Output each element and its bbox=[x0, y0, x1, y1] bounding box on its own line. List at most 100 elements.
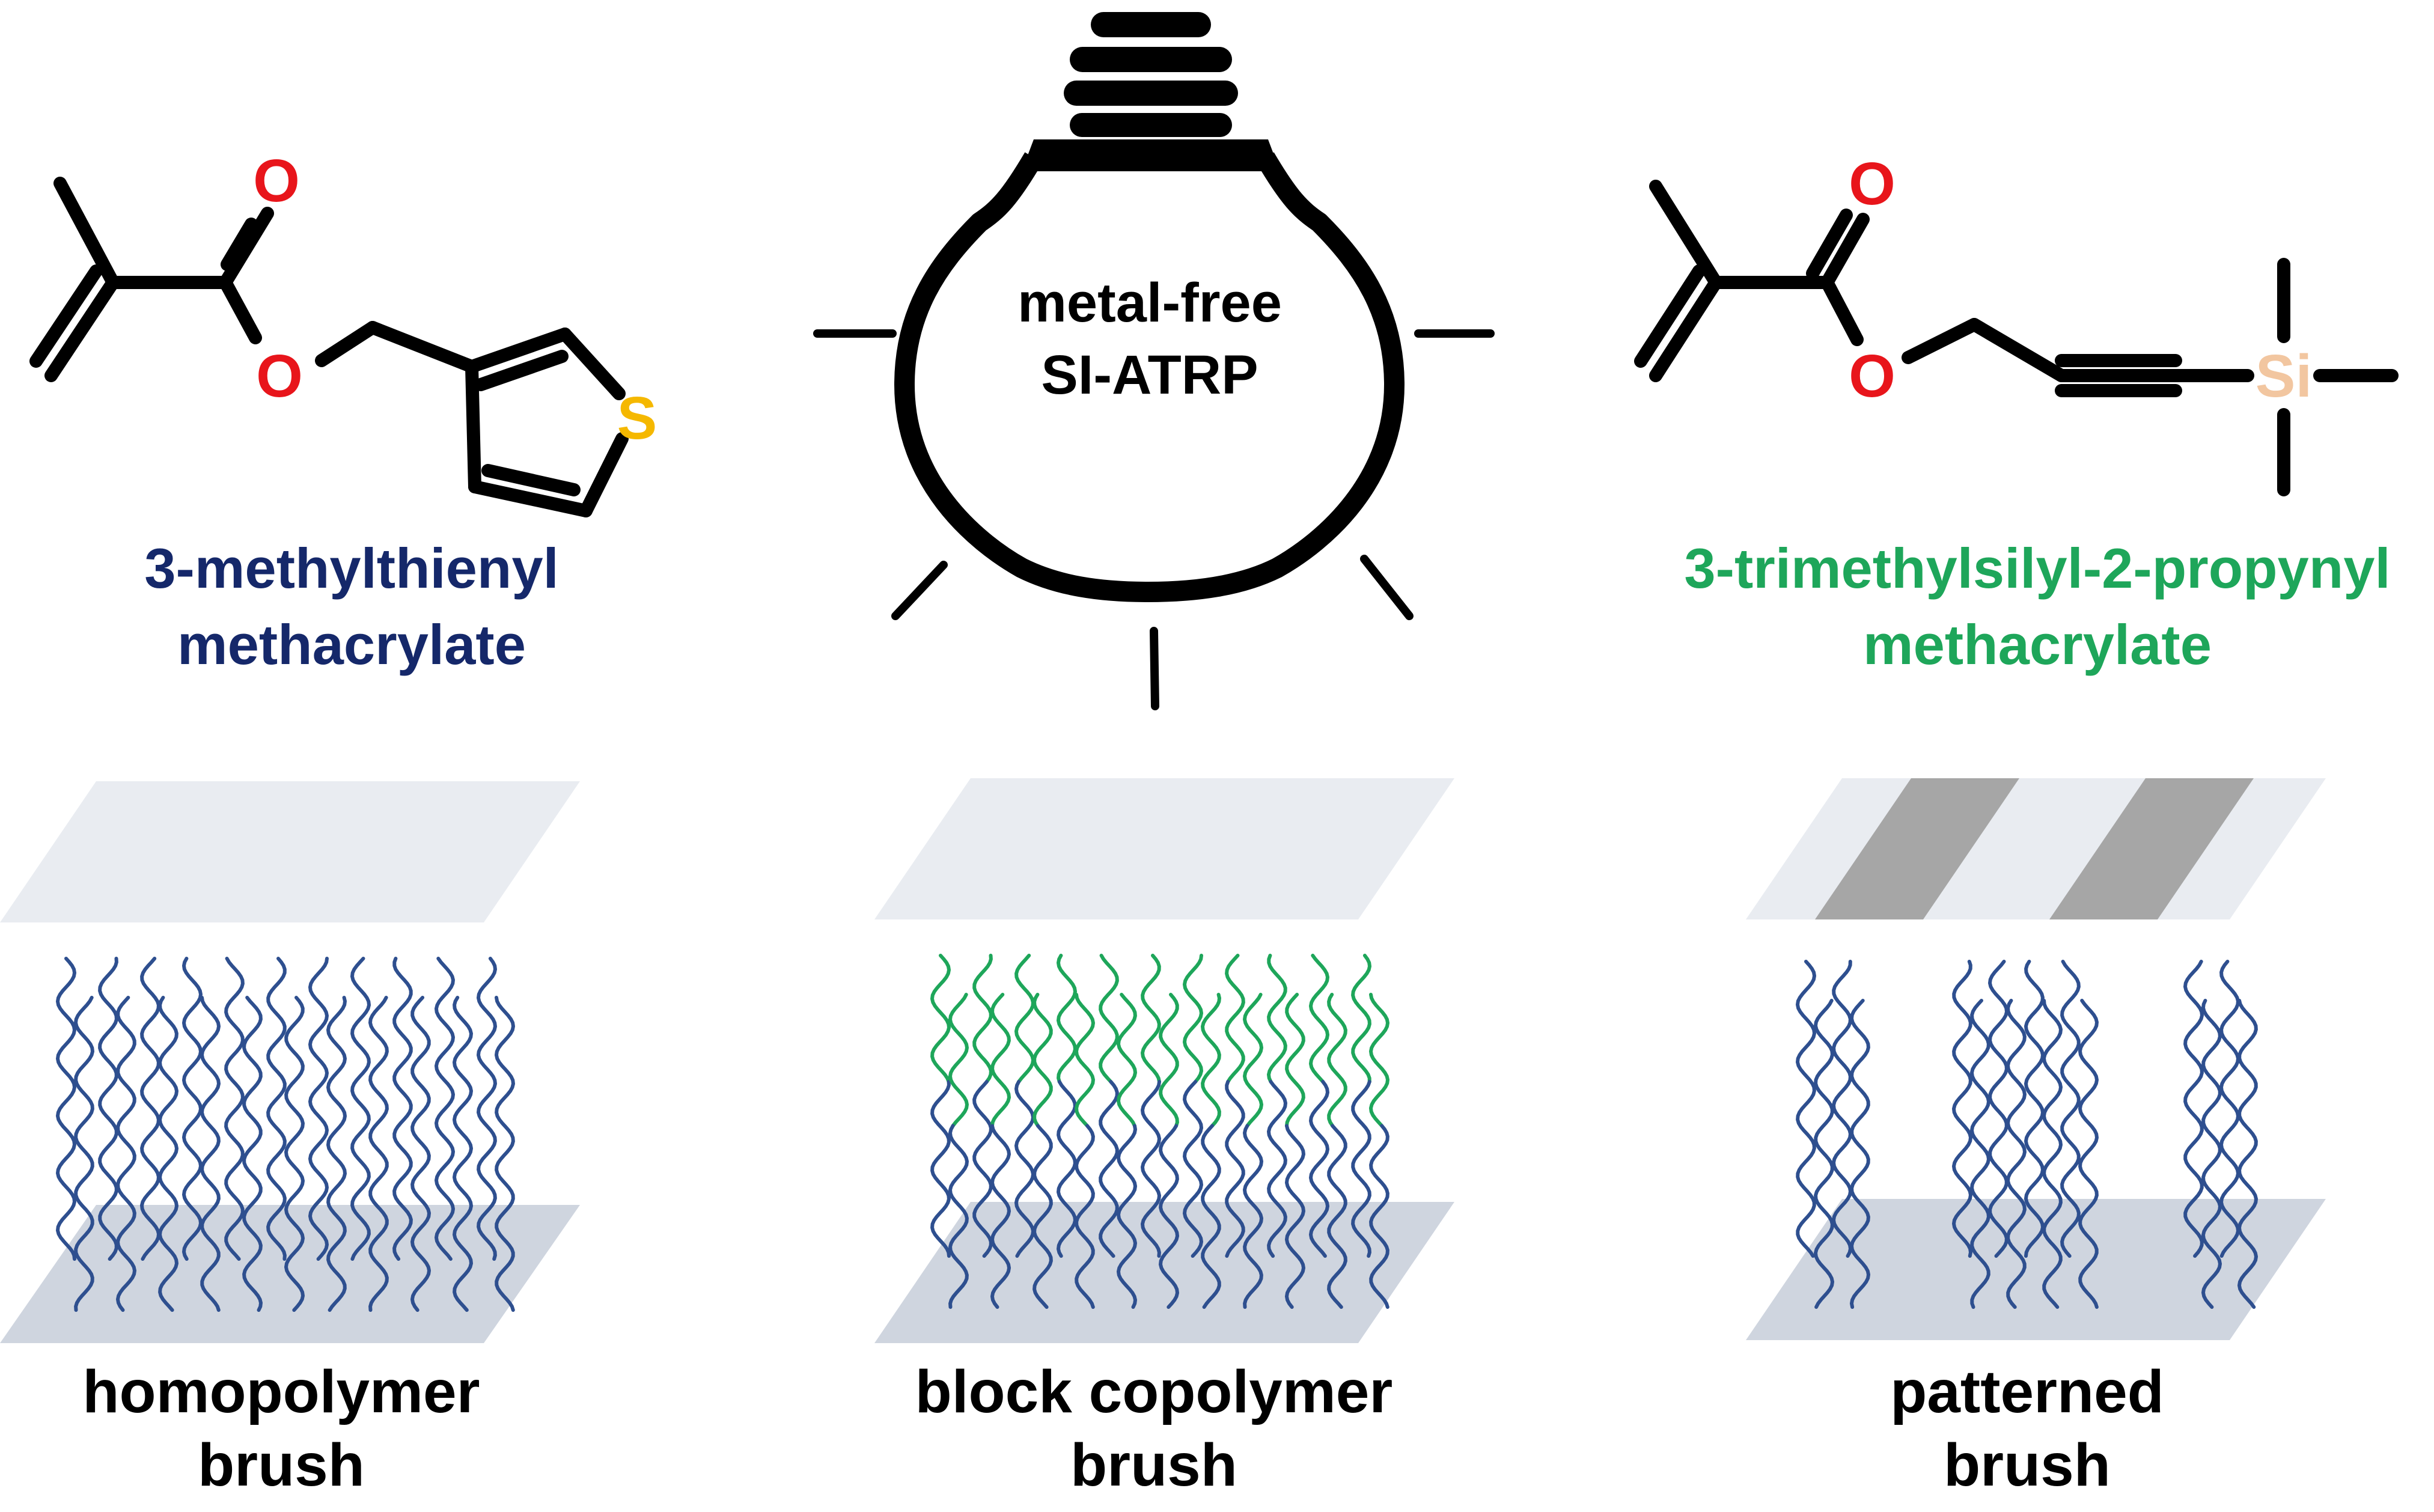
light-ray-lower-right bbox=[1360, 555, 1414, 620]
panel-label-patterned-line1: patterned bbox=[1890, 1358, 2164, 1425]
sulfur-atom-label: S bbox=[617, 385, 657, 452]
polymer-chain bbox=[1116, 1124, 1138, 1309]
panel-block-copolymer-brush bbox=[874, 778, 1454, 1343]
polymer-chain-block-segment bbox=[990, 993, 1011, 1128]
polymer-chain bbox=[2219, 960, 2240, 1258]
polymer-chain-block-segment bbox=[1099, 954, 1119, 1084]
polymer-chain bbox=[1351, 1080, 1371, 1258]
polymer-chain bbox=[157, 996, 179, 1312]
oxygen-atom-label: O bbox=[256, 343, 303, 410]
bulb-label-line1: metal-free bbox=[1017, 272, 1282, 334]
monomer-name-left-line1: 3-methylthienyl bbox=[144, 537, 559, 600]
polymer-chain-block-segment bbox=[1308, 954, 1330, 1084]
polymer-chain-block-segment bbox=[930, 954, 951, 1084]
polymer-chain bbox=[2005, 999, 2027, 1309]
top-plate bbox=[0, 781, 580, 922]
polymer-chain-block-segment bbox=[1140, 954, 1161, 1084]
polymer-chain bbox=[948, 1124, 969, 1309]
structure-3-methylthienyl-methacrylate bbox=[29, 177, 629, 517]
polymer-chain bbox=[410, 996, 432, 1312]
polymer-chain bbox=[434, 957, 456, 1261]
polymer-chain bbox=[2042, 999, 2063, 1309]
polymer-chain bbox=[284, 996, 305, 1312]
panel-label-patterned-line2: brush bbox=[1944, 1431, 2111, 1499]
polymer-chain bbox=[1032, 1124, 1053, 1309]
polymer-chain bbox=[2201, 999, 2222, 1309]
polymer-chain bbox=[1182, 1080, 1204, 1258]
light-ray-bottom bbox=[1150, 627, 1159, 710]
polymer-chain bbox=[98, 957, 118, 1261]
structure-trimethylsilyl-propynyl-methacrylate bbox=[1634, 180, 2399, 496]
polymer-chain bbox=[1284, 1124, 1306, 1309]
light-bulb-icon bbox=[894, 12, 1405, 602]
polymer-chain bbox=[1266, 1080, 1288, 1258]
polymer-chain bbox=[1831, 960, 1853, 1258]
polymer-chain bbox=[494, 996, 516, 1312]
polymer-chain bbox=[1099, 1080, 1119, 1258]
polymer-chain bbox=[1056, 1080, 1078, 1258]
polymer-chain bbox=[2078, 999, 2099, 1309]
polymer-chain bbox=[1849, 999, 1871, 1309]
top-plate bbox=[874, 778, 1454, 919]
panel-label-homopolymer-line1: homopolymer bbox=[82, 1358, 480, 1425]
oxygen-atom-label: O bbox=[1849, 150, 1896, 218]
polymer-chain bbox=[2237, 999, 2259, 1309]
polymer-chain bbox=[1158, 1124, 1180, 1309]
polymer-chain bbox=[1795, 960, 1817, 1258]
polymer-chain-block-segment bbox=[1242, 993, 1264, 1128]
polymer-chain-block-segment bbox=[1056, 954, 1078, 1084]
panel-label-homopolymer-line2: brush bbox=[198, 1431, 365, 1499]
polymer-chain-block-segment bbox=[1182, 954, 1204, 1084]
polymer-chain bbox=[930, 1080, 951, 1258]
panel-label-block-copolymer-line2: brush bbox=[1070, 1431, 1237, 1499]
polymer-chain bbox=[368, 996, 389, 1312]
polymer-chain-block-segment bbox=[1159, 993, 1179, 1128]
polymer-chain bbox=[1951, 960, 1973, 1258]
polymer-chain-block-segment bbox=[1200, 993, 1222, 1128]
panel-patterned-brush bbox=[1746, 778, 2326, 1340]
polymer-chain bbox=[2024, 960, 2045, 1258]
polymer-chain-block-segment bbox=[1285, 993, 1305, 1128]
polymer-chain bbox=[2183, 960, 2204, 1258]
polymer-chain-block-segment bbox=[1225, 954, 1245, 1084]
polymer-chain bbox=[392, 957, 413, 1261]
polymer-chain-block-segment bbox=[1116, 993, 1138, 1128]
polymer-chain bbox=[115, 996, 137, 1312]
polymer-chain bbox=[2060, 960, 2081, 1258]
polymer-chain bbox=[990, 1124, 1011, 1309]
light-rays bbox=[813, 329, 1495, 710]
monomer-name-right-line2: methacrylate bbox=[1863, 613, 2212, 676]
polymer-chain bbox=[1969, 999, 1991, 1309]
silicon-atom-label: Si bbox=[2256, 343, 2312, 410]
light-ray-lower-left bbox=[891, 561, 948, 620]
polymer-chain-block-segment bbox=[1368, 993, 1390, 1128]
bulb-label-line2: SI-ATRP bbox=[1041, 344, 1258, 406]
polymer-chain bbox=[452, 996, 474, 1312]
polymer-chain-block-segment bbox=[1014, 954, 1036, 1084]
polymer-chain bbox=[1014, 1080, 1036, 1258]
polymer-chains bbox=[1795, 960, 2259, 1309]
oxygen-atom-label: O bbox=[253, 147, 300, 215]
polymer-chain bbox=[55, 957, 77, 1261]
panel-label-block-copolymer-line1: block copolymer bbox=[915, 1358, 1393, 1425]
bottom-substrate bbox=[1746, 1199, 2326, 1340]
polymer-chains bbox=[55, 957, 516, 1312]
polymer-chain bbox=[1327, 1124, 1347, 1309]
polymer-chain bbox=[1308, 1080, 1330, 1258]
polymer-chain bbox=[73, 996, 95, 1312]
polymer-chain bbox=[1075, 1124, 1095, 1309]
polymer-chain bbox=[224, 957, 245, 1261]
polymer-chain-block-segment bbox=[1327, 993, 1347, 1128]
polymer-chain-block-segment bbox=[1074, 993, 1096, 1128]
polymer-chain bbox=[139, 957, 161, 1261]
polymer-chain bbox=[1813, 999, 1835, 1309]
polymer-chain-block-segment bbox=[1351, 954, 1372, 1084]
monomer-name-right-line1: 3-trimethylsilyl-2-propynyl bbox=[1684, 537, 2390, 600]
oxygen-atom-label: O bbox=[1849, 343, 1896, 410]
mask-stripe bbox=[2049, 778, 2254, 919]
polymer-chain bbox=[972, 1080, 993, 1258]
polymer-chain bbox=[326, 996, 347, 1312]
monomer-name-left-line2: methacrylate bbox=[177, 613, 526, 676]
polymer-chain bbox=[1140, 1080, 1162, 1258]
